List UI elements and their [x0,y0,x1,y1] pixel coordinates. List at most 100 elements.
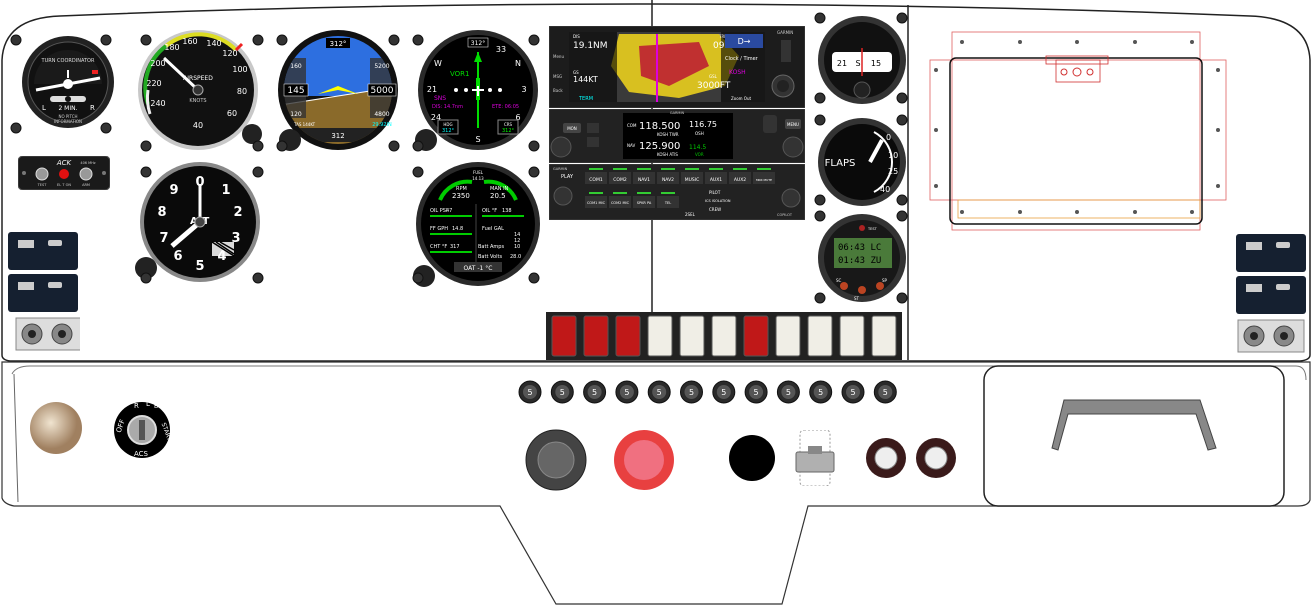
alt-n3: 3 [231,231,240,246]
emergency-button-red[interactable] [612,428,676,492]
rocker-switch-9[interactable] [807,315,833,357]
rocker-switch-1[interactable] [551,315,577,357]
em-volts-value: 28.0 [510,254,521,260]
panel-light-knob-2[interactable] [914,436,958,480]
as-tick-200: 200 [150,59,165,68]
hsi-heading: 312° [471,40,485,47]
circuit-breaker-cap-3 [587,385,602,399]
em-oilp-label: OIL PSI [430,208,447,214]
rocker-switch-8[interactable] [775,315,801,357]
gps-gsl-label: GSL [709,74,718,79]
gps-navigator: GARMIN DIS 19.1NM TRK 095° GS 144KT GSL … [548,25,806,109]
gps-gs-value: 144KT [573,75,598,84]
pfd-airspeed: 145 [287,86,304,96]
audio-com2-mic[interactable]: COM2 MIC [611,201,630,205]
audio-com1-mic[interactable]: COM1 MIC [587,201,606,205]
em-man-label: MAN IN [490,186,509,192]
audio-nav2[interactable]: NAV2 [662,177,674,183]
gps-back-button[interactable]: Back [553,88,563,93]
circuit-breaker-cap-12 [878,385,893,399]
clock-sc-button[interactable] [840,282,848,290]
audio-com1[interactable]: COM1 [589,177,603,183]
flaps-mark-40: 40 [880,185,890,194]
audio-music[interactable]: MUSIC [685,177,700,183]
parking-brake-handle[interactable] [794,429,838,487]
gps-menu-button[interactable]: Menu [553,54,564,59]
radio-com-active: 118.500 [639,121,680,132]
pfd-alt-dn: 4800 [374,111,389,118]
circuit-breaker-label-4: 5 [624,388,629,397]
rocker-switch-3[interactable] [615,315,641,357]
tc-center: 2 MIN. [58,105,77,112]
ignition-switch[interactable]: OFF R L BOTH START ACS [106,398,186,462]
audio-brand: GARMIN [553,167,568,171]
audio-panel: GARMIN PLAY COM1 COM2 NAV1 NAV2 MUSIC AU… [548,163,806,221]
hsi-c3: 3 [521,85,526,94]
hsi-c4: 6 [515,113,520,122]
rocker-switch-10[interactable] [839,315,865,357]
gps-dis-value: 19.1NM [573,41,608,51]
cabin-heat-knob[interactable] [30,402,84,456]
black-round-button[interactable] [728,434,776,482]
gps-term-label: TERM [578,96,593,102]
elt-center: EL T ON [57,183,71,187]
rocker-switch-6[interactable] [711,315,737,357]
circuit-breaker-label-2: 5 [560,388,565,397]
em-cht-value: 317 [450,244,460,250]
rocker-switch-11[interactable] [871,315,897,357]
flaps-label: FLAPS [825,158,856,169]
tc-footer1: NO PITCH [58,114,77,119]
alt-n0: 0 [195,175,204,190]
clock-sp-button[interactable] [876,282,884,290]
rocker-switch-2[interactable] [583,315,609,357]
radio-nav-active-name: OSH [695,131,704,136]
audio-mkr-mute[interactable]: MKR MUTE [756,178,772,182]
alt-n1: 1 [221,183,230,198]
circuit-breaker-label-7: 5 [721,388,726,397]
circuit-breaker-label-5: 5 [657,388,662,397]
audio-nav1[interactable]: NAV1 [638,177,650,183]
em-ff-value: 14.8 [452,226,463,232]
rocker-switch-7[interactable] [743,315,769,357]
hsi-c8: W [434,59,442,68]
clock-sp-label: SP [882,278,888,283]
rocker-switch-5[interactable] [679,315,705,357]
radio-mon-button[interactable]: MON [567,126,577,131]
em-rpm-label: RPM [456,186,467,192]
hsi-crs-value: 312° [502,128,515,134]
circuit-breaker-label-11: 5 [850,388,855,397]
em-fuel-top-val: 14.13 [472,176,484,181]
audio-tel[interactable]: TEL [664,201,671,205]
audio-aux1[interactable]: AUX1 [710,177,722,183]
alt-n7: 7 [159,231,168,246]
radio-menu-button[interactable]: MENU [787,122,799,127]
as-title: AIRSPEED [183,75,213,82]
audio-play[interactable]: PLAY [561,174,574,180]
pfd-hdg-bar: 312 [331,132,344,140]
alt-n2: 2 [233,205,242,220]
alt-n6: 6 [173,249,182,264]
radio-com-active-name: KOSH TWR [657,132,679,137]
compass-21: 21 [837,59,847,68]
radio-com-standby: 125.900 [639,141,680,152]
audio-aux2[interactable]: AUX2 [734,177,746,183]
hsi-crs-label: CRS [504,122,513,127]
hsi-hdg-label: HDG [443,122,452,127]
rocker-switch-4[interactable] [647,315,673,357]
clock-line2: 01:43 ZU [838,256,881,266]
airspeed-indicator: 40 60 80 100 120 140 160 180 200 220 240… [136,28,264,152]
audio-spkr-pa[interactable]: SPKR PA [637,201,652,205]
em-man-value: 20.5 [490,192,506,200]
clock-st-button[interactable] [858,286,866,294]
com-nav-radio: GARMIN COM 118.500 KOSH TWR 125.900 KOSH… [548,108,806,164]
gps-direct-button[interactable]: D→ [738,37,751,46]
as-tick-100: 100 [232,65,247,74]
gps-msg-button[interactable]: MSG [553,74,562,79]
master-button-gray[interactable] [524,428,588,492]
circuit-breaker-cap-2 [555,385,570,399]
circuit-breaker-cap-9 [781,385,796,399]
hsi-ete: ETE: 06:05 [492,104,519,110]
circuit-breaker-label-12: 5 [883,388,888,397]
audio-com2[interactable]: COM2 [613,177,627,183]
panel-light-knob-1[interactable] [864,436,908,480]
